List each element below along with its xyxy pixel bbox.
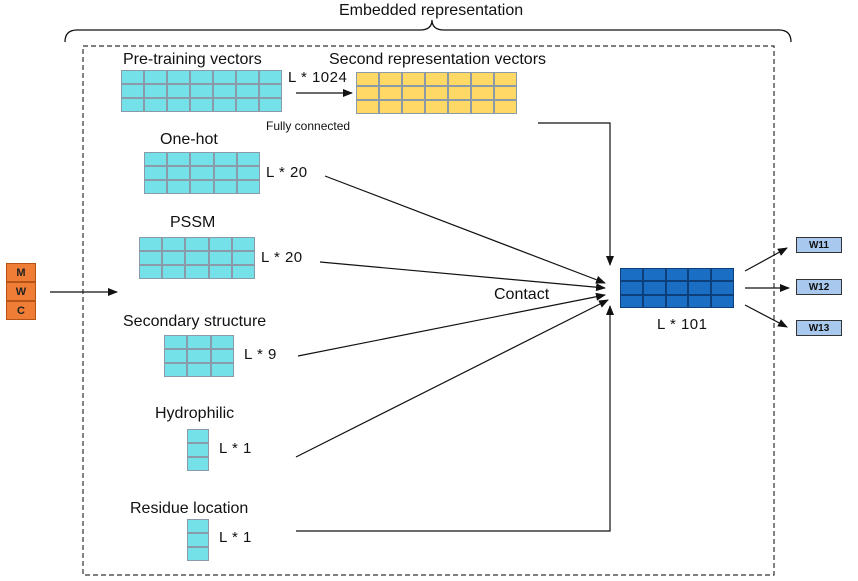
residue-matrix: [187, 519, 209, 561]
second-repr-matrix: [356, 72, 517, 114]
input-box-w: W: [6, 282, 36, 301]
embedded-brace: [64, 19, 792, 43]
arrow-onehot: [324, 175, 606, 284]
arrow-pssm: [319, 261, 606, 292]
output-matrix: [620, 268, 734, 308]
output-w12: W12: [796, 279, 842, 295]
pretraining-dim: L * 1024: [288, 69, 348, 86]
hydrophilic-dim: L * 1: [219, 440, 252, 457]
output-w11: W11: [796, 237, 842, 253]
second-repr-label: Second representation vectors: [329, 51, 547, 68]
residue-label: Residue location: [130, 500, 249, 517]
diagram-title: Embedded representation: [339, 2, 524, 19]
embedded-container: [82, 45, 775, 576]
secondary-matrix: [164, 335, 234, 377]
arrow-hydrophilic: [295, 299, 609, 458]
arrow-residue: [296, 305, 614, 532]
output-dim: L * 101: [657, 316, 708, 333]
onehot-matrix: [144, 152, 260, 194]
arrow-secondary: [297, 292, 606, 357]
mwc-input-box: M W C: [6, 263, 36, 320]
pretraining-label: Pre-training vectors: [123, 51, 262, 68]
input-box-c: C: [6, 301, 36, 320]
onehot-label: One-hot: [160, 131, 218, 148]
arrows: [50, 89, 790, 532]
pssm-dim: L * 20: [261, 249, 303, 266]
arrow-second-repr: [538, 122, 614, 266]
fully-connected-label: Fully connected: [266, 119, 351, 133]
hydrophilic-label: Hydrophilic: [155, 405, 235, 422]
output-w13: W13: [796, 320, 842, 336]
arrow-w13: [744, 304, 788, 328]
hydrophilic-matrix: [187, 429, 209, 471]
residue-dim: L * 1: [219, 529, 252, 546]
pssm-label: PSSM: [170, 214, 216, 231]
input-box-m: M: [6, 263, 36, 282]
pssm-matrix: [139, 237, 255, 279]
arrow-w11: [744, 247, 788, 272]
contact-label: Contact: [494, 286, 550, 303]
pretraining-matrix: [121, 70, 282, 112]
secondary-label: Secondary structure: [123, 313, 267, 330]
secondary-dim: L * 9: [244, 346, 277, 363]
onehot-dim: L * 20: [266, 164, 308, 181]
